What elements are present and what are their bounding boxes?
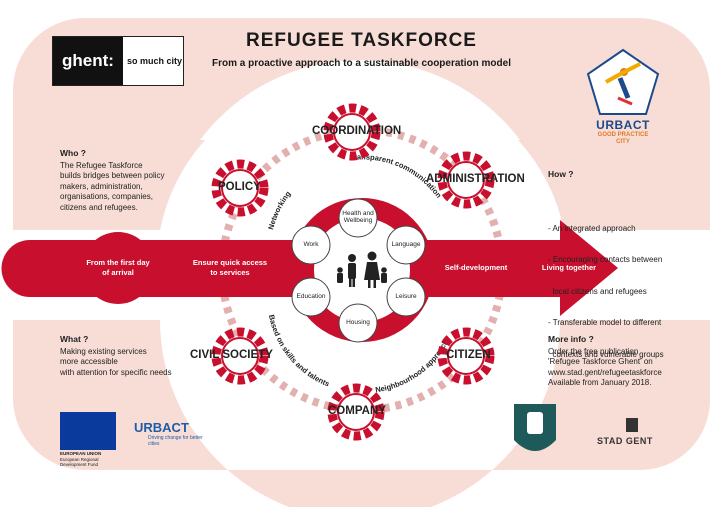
gear-label-policy: POLICY (218, 181, 261, 193)
what-line: with attention for specific needs (60, 367, 172, 377)
more-info-heading: More info ? (548, 334, 594, 344)
more-info-line: Order the free publication (548, 346, 639, 356)
eu-logo: EUROPEAN UNION European Regional Develop… (60, 412, 116, 467)
gear-policy-shape (211, 159, 269, 217)
who-section: Who ? The Refugee Taskforce builds bridg… (60, 148, 200, 213)
node-leisure-circle (386, 277, 426, 317)
arrow-label-living-together: Living together (541, 263, 597, 272)
gear-label-citizen: CITIZEN (446, 349, 491, 361)
gear-label-company: COMPANY (328, 405, 386, 417)
urbact-figure-icon (605, 62, 641, 106)
stad-gent-mark (626, 418, 638, 432)
urbact-logo-name: URBACT (596, 118, 650, 132)
what-heading: What ? (60, 334, 89, 344)
who-line: citizens and refugees. (60, 202, 138, 212)
who-heading: Who ? (60, 148, 86, 158)
node-label-education: Education (296, 293, 326, 300)
more-info-line: Available from January 2018. (548, 378, 652, 387)
ghent-logo-main: ghent: (53, 37, 123, 85)
gear-administration-shape (437, 151, 495, 209)
gear-label-coordination: COORDINATION (312, 125, 402, 137)
arrow-label-self-development: Self-development (444, 263, 508, 272)
node-housing-circle (338, 303, 378, 343)
eu-logo-name: EUROPEAN UNION (60, 451, 102, 456)
background-band-bottom (13, 320, 710, 507)
who-line: The Refugee Taskforce (60, 160, 143, 170)
gear-company-shape (327, 383, 385, 441)
background-band-right-top (518, 140, 710, 230)
how-section: How ? - An integrated approach - Encoura… (548, 148, 698, 402)
eu-logo-sub: European Regional Development Fund (60, 457, 99, 467)
how-line: - Transferable model to different (548, 318, 662, 327)
gear-citizen-shape (437, 327, 495, 385)
who-line: builds bridges between policy (60, 171, 165, 180)
how-line: contexts and vulnerable groups (548, 349, 664, 359)
family-icon (337, 251, 387, 288)
ghent-logo-tagline: so much city (127, 56, 183, 66)
gear-label-administration: ADMINISTRATION (426, 173, 525, 185)
what-line: Making existing services (60, 346, 147, 356)
node-label-leisure: Leisure (395, 293, 417, 300)
node-label-housing: Housing (346, 319, 370, 326)
node-education-circle (291, 277, 331, 317)
urbact-logo-line2: CITY (616, 139, 630, 145)
who-line: makers, administration, (60, 181, 143, 191)
node-work-circle (291, 225, 331, 265)
urbact-footer-tagline: Driving change for better cities (148, 435, 203, 447)
background-band-left-top (13, 140, 205, 230)
page-subtitle: From a proactive approach to a sustainab… (212, 58, 511, 69)
more-info-line: 'Refugee Taskforce Ghent' on (548, 357, 653, 366)
eu-flag (60, 412, 116, 450)
arrow-label-quick-access: Ensure quick access to services (192, 258, 268, 277)
what-line: more accessible (60, 357, 118, 366)
how-line: - An integrated approach (548, 223, 636, 233)
node-label-work: Work (303, 241, 319, 248)
background-band (13, 18, 710, 140)
ghent-logo: ghent: so much city (52, 36, 184, 86)
arrow-start-circle (82, 232, 154, 304)
gear-label-civil-society: CIVIL SOCIETY (190, 349, 273, 361)
node-label-health: Health and Wellbeing (342, 210, 374, 224)
more-info-section: More info ? Order the free publication '… (548, 334, 698, 389)
urbact-logo: URBACT GOOD PRACTICE CITY (583, 118, 663, 146)
how-heading: How ? (548, 169, 574, 179)
inner-core (314, 222, 410, 318)
urbact-footer-logo: URBACT Driving change for better cities (134, 420, 214, 447)
stad-gent-logo: STAD GENT (597, 436, 653, 446)
how-line: local citizens and refugees (548, 286, 647, 296)
more-info-line: www.stad.gent/refugeetaskforce (548, 367, 662, 377)
node-health-circle (338, 198, 378, 238)
urbact-logo-line1: GOOD PRACTICE (597, 132, 649, 138)
node-language-circle (386, 225, 426, 265)
how-line: - Encouraging contacts between (548, 255, 663, 264)
urbact-footer-name: URBACT (134, 420, 189, 435)
who-line: organisations, companies, (60, 192, 153, 201)
gear-coordination-shape (323, 103, 381, 161)
arrow-label-first-day: From the first day of arrival (86, 258, 150, 277)
gear-civil-society-shape (211, 327, 269, 385)
node-label-language: Language (391, 241, 421, 248)
shield-hand (527, 412, 543, 434)
what-section: What ? Making existing services more acc… (60, 334, 210, 378)
page-title: REFUGEE TASKFORCE (246, 30, 477, 51)
